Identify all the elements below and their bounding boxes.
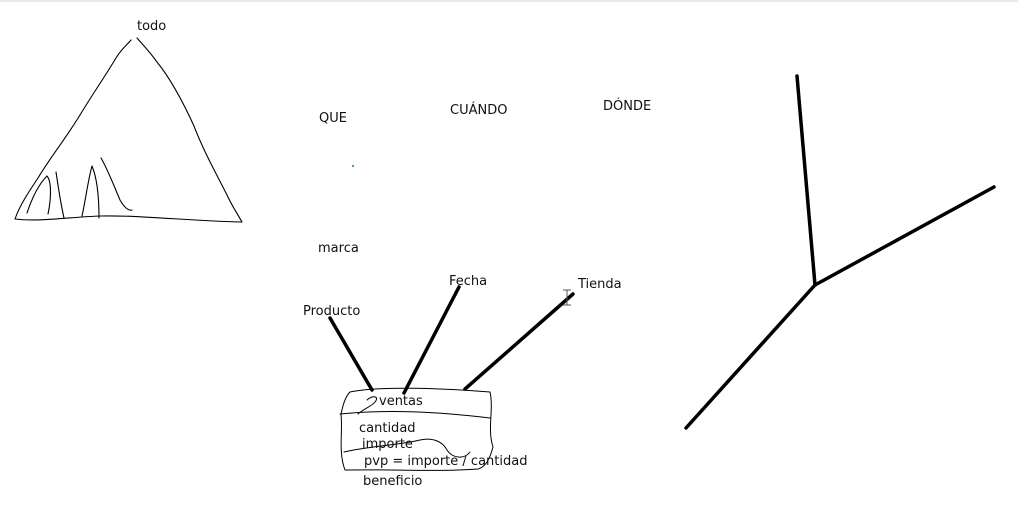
pyramid-sketch [14,37,243,223]
label-ventas: ventas [379,394,423,409]
stray-dot [351,164,355,168]
pyramid-inner-stroke-2 [55,171,65,219]
fact-table-box [339,387,494,471]
pyramid-inner-stroke-4 [100,157,133,211]
fecha-connector [402,285,461,395]
producto-connector [328,316,374,392]
label-marca: marca [318,241,359,256]
star-schema-lines [328,285,575,395]
pyramid-outline [14,37,243,223]
label-pvp: pvp = importe / cantidad [364,454,528,469]
label-importe: importe [362,437,413,452]
fact-box-outline [340,387,494,471]
label-tienda: Tienda [578,277,622,292]
tienda-connector [463,292,575,391]
label-donde: DÓNDE [603,99,652,114]
fact-box-scribble-2 [343,438,471,458]
pyramid-inner-stroke-3 [81,165,100,219]
fact-box-divider [339,410,491,419]
text-cursor-icon [563,289,571,306]
canvas-top-border [0,0,1018,2]
pyramid-inner-stroke-1 [26,175,52,215]
label-cuando: CUÁNDO [450,103,508,118]
label-todo: todo [137,19,167,34]
label-producto: Producto [303,304,361,319]
y-shape-left-branch [795,74,817,287]
y-shape-right-branch [813,185,996,287]
y-shape [684,74,996,430]
label-beneficio: beneficio [363,474,423,489]
label-cantidad: cantidad [359,421,416,436]
y-shape-stem [684,283,817,430]
fact-box-scribble-1 [357,396,378,415]
label-fecha: Fecha [449,274,488,289]
label-que: QUE [319,111,347,126]
